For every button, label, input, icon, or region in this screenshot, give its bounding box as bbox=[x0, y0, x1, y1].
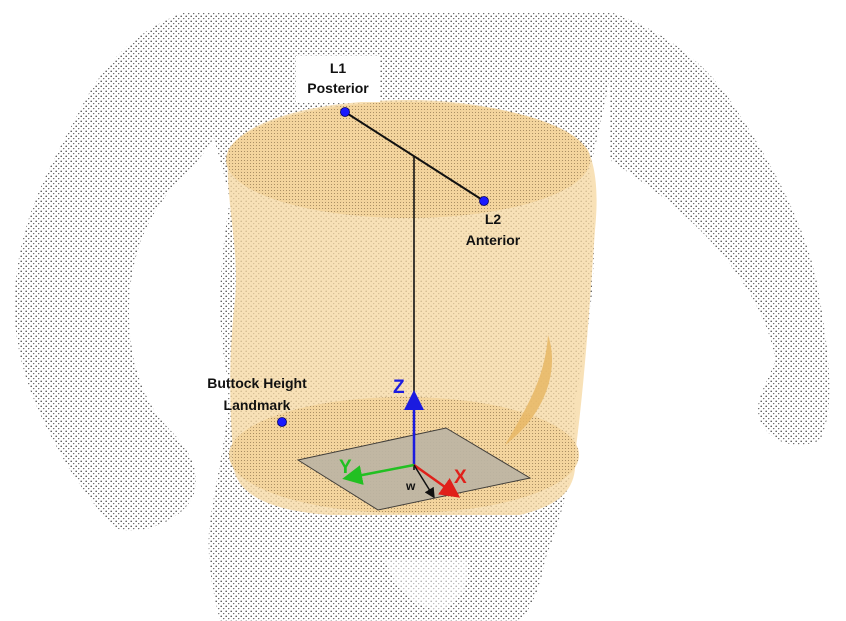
upper-cross-section bbox=[226, 102, 590, 218]
w-vector-label: w bbox=[405, 479, 416, 493]
l1-posterior-landmark bbox=[341, 108, 350, 117]
l2-label-line1: L2 bbox=[485, 211, 502, 227]
right-arm bbox=[610, 12, 829, 445]
left-arm bbox=[14, 12, 225, 531]
l1-label-line1: L1 bbox=[330, 60, 347, 76]
l2-label-line2: Anterior bbox=[466, 232, 521, 248]
buttock-label-line2: Landmark bbox=[224, 397, 291, 413]
l2-anterior-landmark bbox=[480, 197, 489, 206]
l1-label-line2: Posterior bbox=[307, 80, 369, 96]
buttock-label-line1: Buttock Height bbox=[207, 375, 307, 391]
buttock-height-landmark bbox=[278, 418, 287, 427]
z-axis-label: Z bbox=[393, 377, 405, 398]
y-axis-label: Y bbox=[339, 457, 352, 478]
x-axis-label: X bbox=[454, 467, 467, 488]
